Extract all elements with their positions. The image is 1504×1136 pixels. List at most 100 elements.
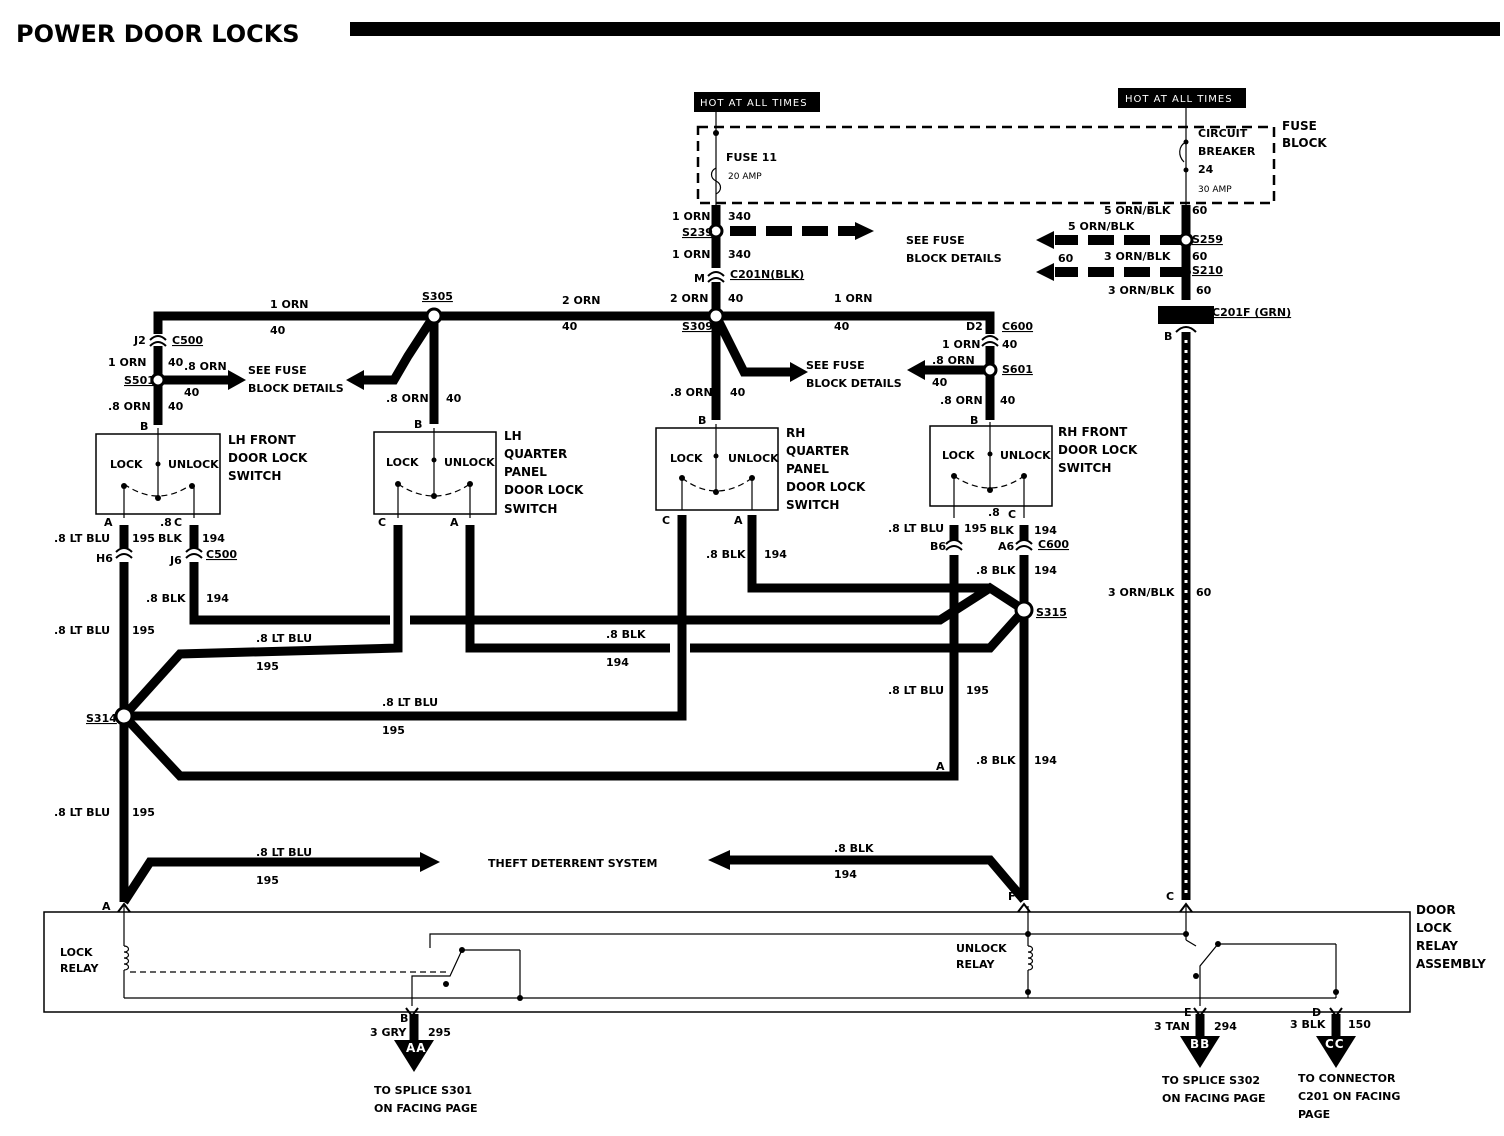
svg-text:195: 195 [256, 660, 279, 673]
svg-text:TO CONNECTOR: TO CONNECTOR [1298, 1072, 1396, 1085]
svg-text:PANEL: PANEL [786, 462, 829, 476]
svg-text:40: 40 [728, 292, 744, 305]
svg-text:.8 LT BLU: .8 LT BLU [382, 696, 438, 709]
svg-text:194: 194 [1034, 754, 1057, 767]
offpage-bb: BB 3 TAN 294 E TO SPLICE S302 ON FACING … [1154, 1006, 1266, 1105]
svg-text:.8 ORN: .8 ORN [940, 394, 983, 407]
rh-front-switch: LOCK UNLOCK [929, 422, 1053, 518]
fuse-icon [710, 167, 722, 195]
svg-text:.8 BLK: .8 BLK [834, 842, 874, 855]
svg-text:F: F [1008, 890, 1016, 903]
svg-text:C: C [662, 514, 670, 527]
svg-text:A: A [102, 900, 111, 913]
svg-text:C201N(BLK): C201N(BLK) [730, 268, 804, 281]
svg-text:40: 40 [1000, 394, 1016, 407]
arrow-icon [790, 362, 808, 382]
svg-text:B: B [970, 414, 978, 427]
wire-labels: 1 ORN 340 S239 1 ORN 340 M C201N(BLK) 2 … [54, 204, 1291, 913]
fuse-block-label: FUSE [1282, 119, 1317, 133]
lock-label: LOCK [386, 456, 419, 469]
svg-text:BLK: BLK [158, 532, 182, 545]
svg-text:C: C [174, 516, 182, 529]
svg-text:C201 ON FACING: C201 ON FACING [1298, 1090, 1400, 1103]
svg-text:C500: C500 [206, 548, 237, 561]
svg-text:.8 ORN: .8 ORN [184, 360, 227, 373]
svg-text:SEE FUSE: SEE FUSE [248, 364, 307, 377]
svg-text:HOT AT ALL TIMES: HOT AT ALL TIMES [1125, 94, 1233, 105]
svg-text:40: 40 [562, 320, 578, 333]
svg-text:3 ORN/BLK: 3 ORN/BLK [1108, 586, 1175, 599]
svg-text:TO SPLICE S302: TO SPLICE S302 [1162, 1074, 1260, 1087]
svg-text:2 ORN: 2 ORN [562, 294, 601, 307]
offpage-cc: CC 3 BLK 150 D TO CONNECTOR C201 ON FACI… [1290, 1006, 1400, 1121]
svg-text:SWITCH: SWITCH [786, 498, 839, 512]
svg-text:40: 40 [168, 356, 184, 369]
svg-text:40: 40 [1002, 338, 1018, 351]
svg-text:3 BLK: 3 BLK [1290, 1018, 1326, 1031]
svg-text:194: 194 [834, 868, 857, 881]
svg-text:SEE FUSE: SEE FUSE [806, 359, 865, 372]
svg-text:HOT AT ALL TIMES: HOT AT ALL TIMES [700, 98, 808, 109]
svg-text:40: 40 [270, 324, 286, 337]
svg-text:.8 BLK: .8 BLK [706, 548, 746, 561]
svg-text:C: C [1166, 890, 1174, 903]
page-title: POWER DOOR LOCKS [16, 20, 300, 48]
svg-text:194: 194 [1034, 524, 1057, 537]
svg-text:.8 LT BLU: .8 LT BLU [54, 624, 110, 637]
svg-text:RH FRONT: RH FRONT [1058, 425, 1128, 439]
svg-text:195: 195 [382, 724, 405, 737]
svg-text:C600: C600 [1038, 538, 1069, 551]
svg-text:SWITCH: SWITCH [1058, 461, 1111, 475]
svg-text:DOOR LOCK: DOOR LOCK [1058, 443, 1138, 457]
svg-text:3 TAN: 3 TAN [1154, 1020, 1190, 1033]
svg-text:B6: B6 [930, 540, 946, 553]
svg-text:3 ORN/BLK: 3 ORN/BLK [1104, 250, 1171, 263]
offpage-arrow-icon [394, 1040, 434, 1072]
svg-text:PAGE: PAGE [1298, 1108, 1330, 1121]
hot-tag-left: HOT AT ALL TIMES [694, 92, 820, 112]
svg-text:1 ORN: 1 ORN [834, 292, 873, 305]
svg-text:QUARTER: QUARTER [786, 444, 849, 458]
svg-text:SWITCH: SWITCH [228, 469, 281, 483]
svg-text:1 ORN: 1 ORN [270, 298, 309, 311]
theft-deterrent-label: THEFT DETERRENT SYSTEM [488, 857, 658, 870]
coil-icon [123, 945, 130, 971]
svg-text:5 ORN/BLK: 5 ORN/BLK [1104, 204, 1171, 217]
arrow-icon [708, 850, 730, 870]
svg-text:.8 ORN: .8 ORN [108, 400, 151, 413]
svg-text:2 ORN: 2 ORN [670, 292, 709, 305]
arrow-icon [1036, 231, 1054, 249]
svg-text:CC: CC [1325, 1037, 1345, 1051]
relay-assembly-label-2: LOCK [1416, 921, 1452, 935]
svg-text:BLOCK DETAILS: BLOCK DETAILS [906, 252, 1002, 265]
svg-text:PANEL: PANEL [504, 465, 547, 479]
lock-label: LOCK [942, 449, 975, 462]
svg-text:.8 BLK: .8 BLK [976, 754, 1016, 767]
svg-text:5 ORN/BLK: 5 ORN/BLK [1068, 220, 1135, 233]
wiring [119, 205, 1191, 905]
arrow-icon [855, 222, 874, 240]
lock-label: LOCK [110, 458, 143, 471]
svg-text:J6: J6 [169, 554, 182, 567]
svg-text:RELAY: RELAY [60, 962, 99, 975]
unlock-label: UNLOCK [728, 452, 779, 465]
svg-text:.8 LT BLU: .8 LT BLU [54, 532, 110, 545]
svg-text:340: 340 [728, 248, 751, 261]
svg-text:BLOCK DETAILS: BLOCK DETAILS [248, 382, 344, 395]
svg-text:.8 LT BLU: .8 LT BLU [888, 522, 944, 535]
svg-text:B: B [414, 418, 422, 431]
switch-titles: LH FRONT DOOR LOCK SWITCH LH QUARTER PAN… [228, 425, 1138, 516]
relay-assembly-label-4: ASSEMBLY [1416, 957, 1486, 971]
svg-text:195: 195 [966, 684, 989, 697]
svg-text:ON FACING PAGE: ON FACING PAGE [374, 1102, 478, 1115]
svg-text:194: 194 [606, 656, 629, 669]
svg-text:S210: S210 [1192, 264, 1223, 277]
svg-text:40: 40 [446, 392, 462, 405]
svg-text:60: 60 [1192, 204, 1208, 217]
lh-front-switch: LOCK UNLOCK [95, 428, 221, 518]
svg-text:1 ORN: 1 ORN [108, 356, 147, 369]
svg-text:60: 60 [1196, 586, 1212, 599]
svg-text:294: 294 [1214, 1020, 1237, 1033]
svg-text:DOOR LOCK: DOOR LOCK [786, 480, 866, 494]
svg-text:RELAY: RELAY [956, 958, 995, 971]
